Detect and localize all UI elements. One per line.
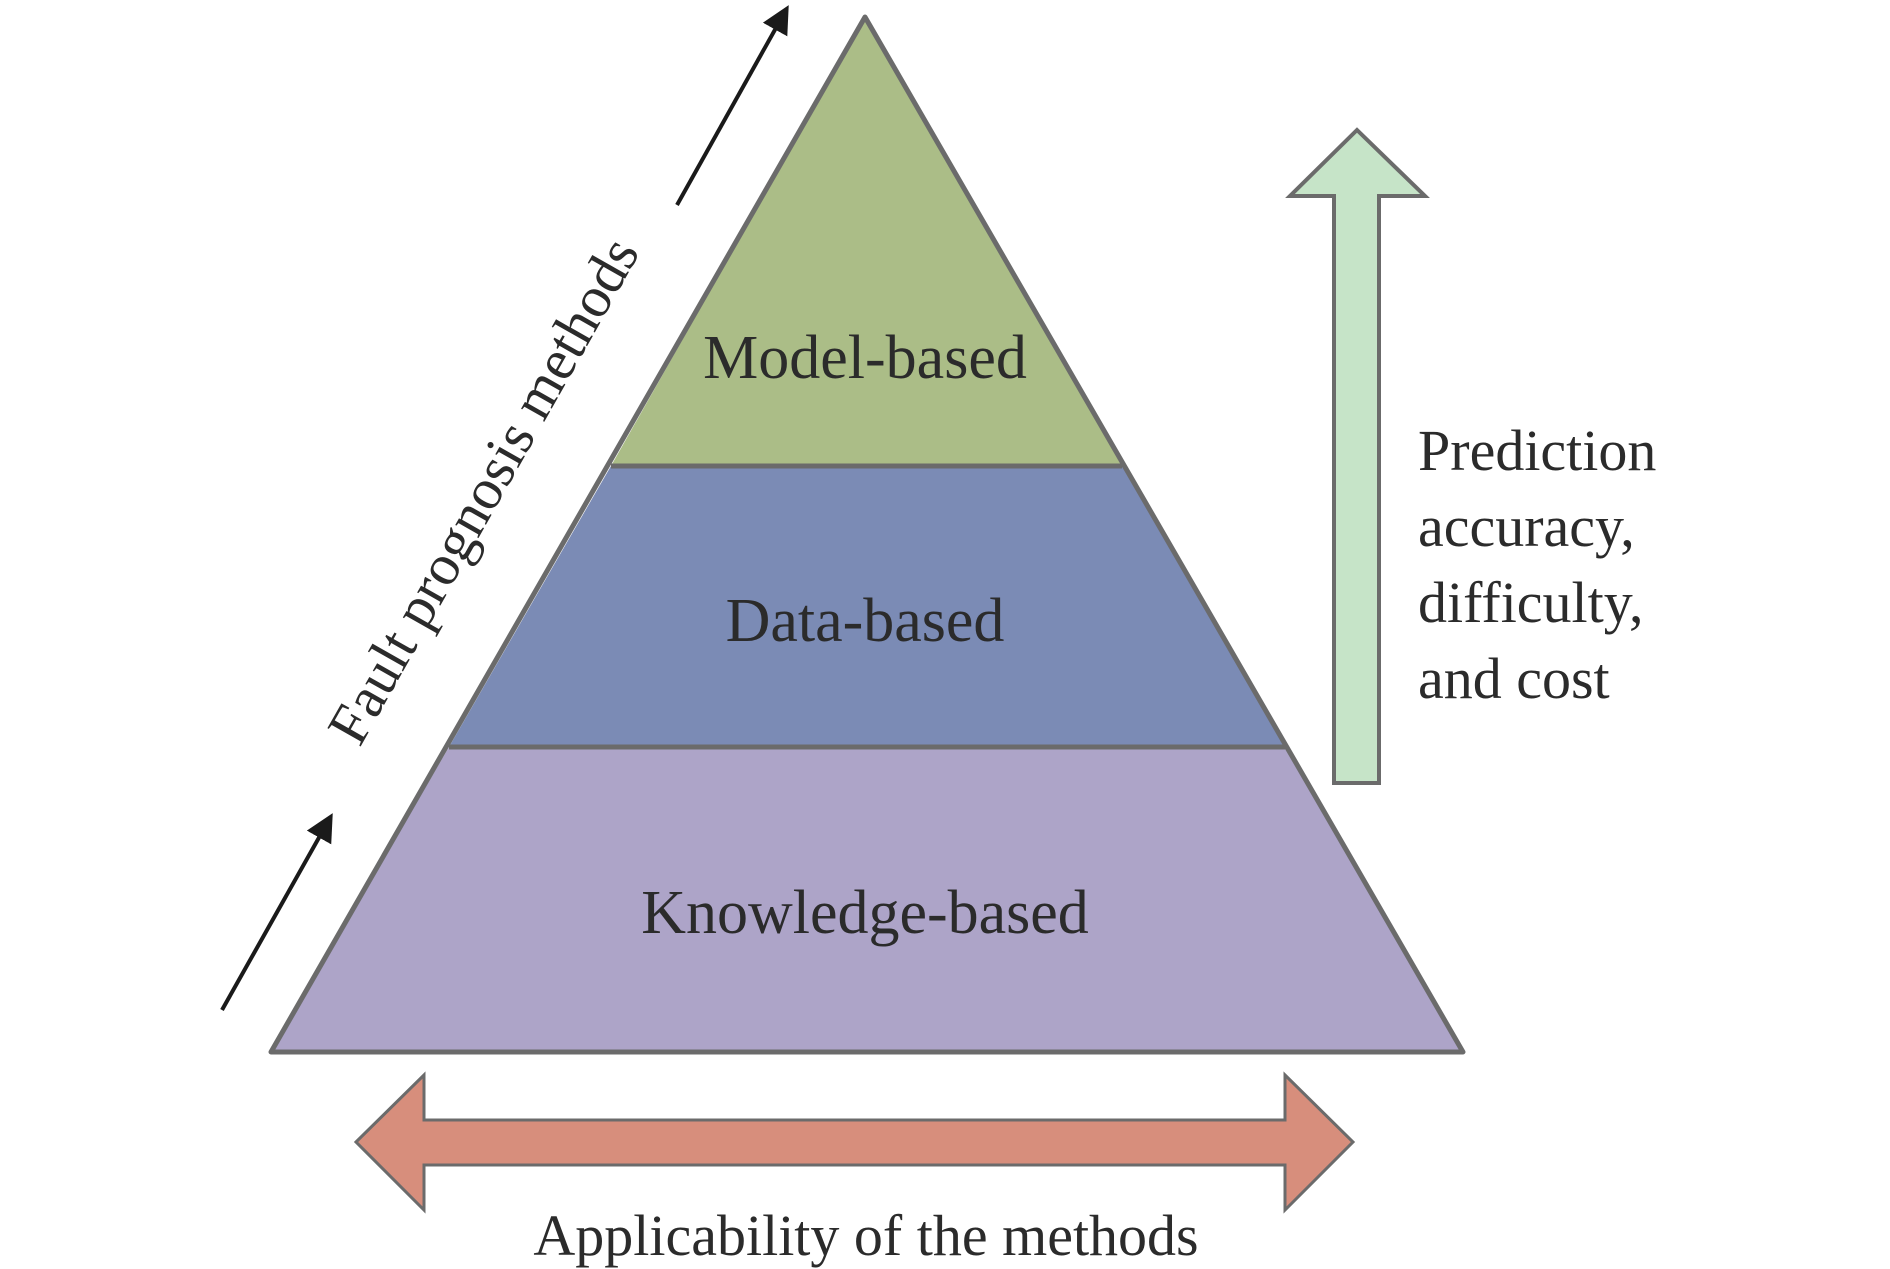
applicability-arrow-shape — [353, 1071, 1356, 1214]
tier-data-based — [449, 466, 1285, 747]
fault-arrow-lower — [220, 813, 333, 1011]
applicability-label: Applicability of the methods — [533, 1203, 1198, 1268]
accuracy-label-line-1: Prediction — [1418, 418, 1656, 483]
tier-label-model: Model-based — [703, 324, 1027, 392]
pyramid-outline — [268, 14, 1466, 1055]
accuracy-label-line-2: accuracy, — [1418, 494, 1635, 559]
tier-label-data: Data-based — [726, 587, 1005, 655]
fault-arrow-upper — [675, 5, 789, 206]
accuracy-label: Prediction accuracy, difficulty, and cos… — [1418, 418, 1671, 711]
accuracy-arrow-shape — [1285, 127, 1430, 785]
tier-knowledge-based — [271, 747, 1463, 1052]
accuracy-label-line-4: and cost — [1418, 646, 1610, 711]
tier-model-based — [611, 17, 1122, 466]
tier-label-knowledge: Knowledge-based — [641, 879, 1089, 947]
accuracy-label-line-3: difficulty, — [1418, 570, 1644, 635]
